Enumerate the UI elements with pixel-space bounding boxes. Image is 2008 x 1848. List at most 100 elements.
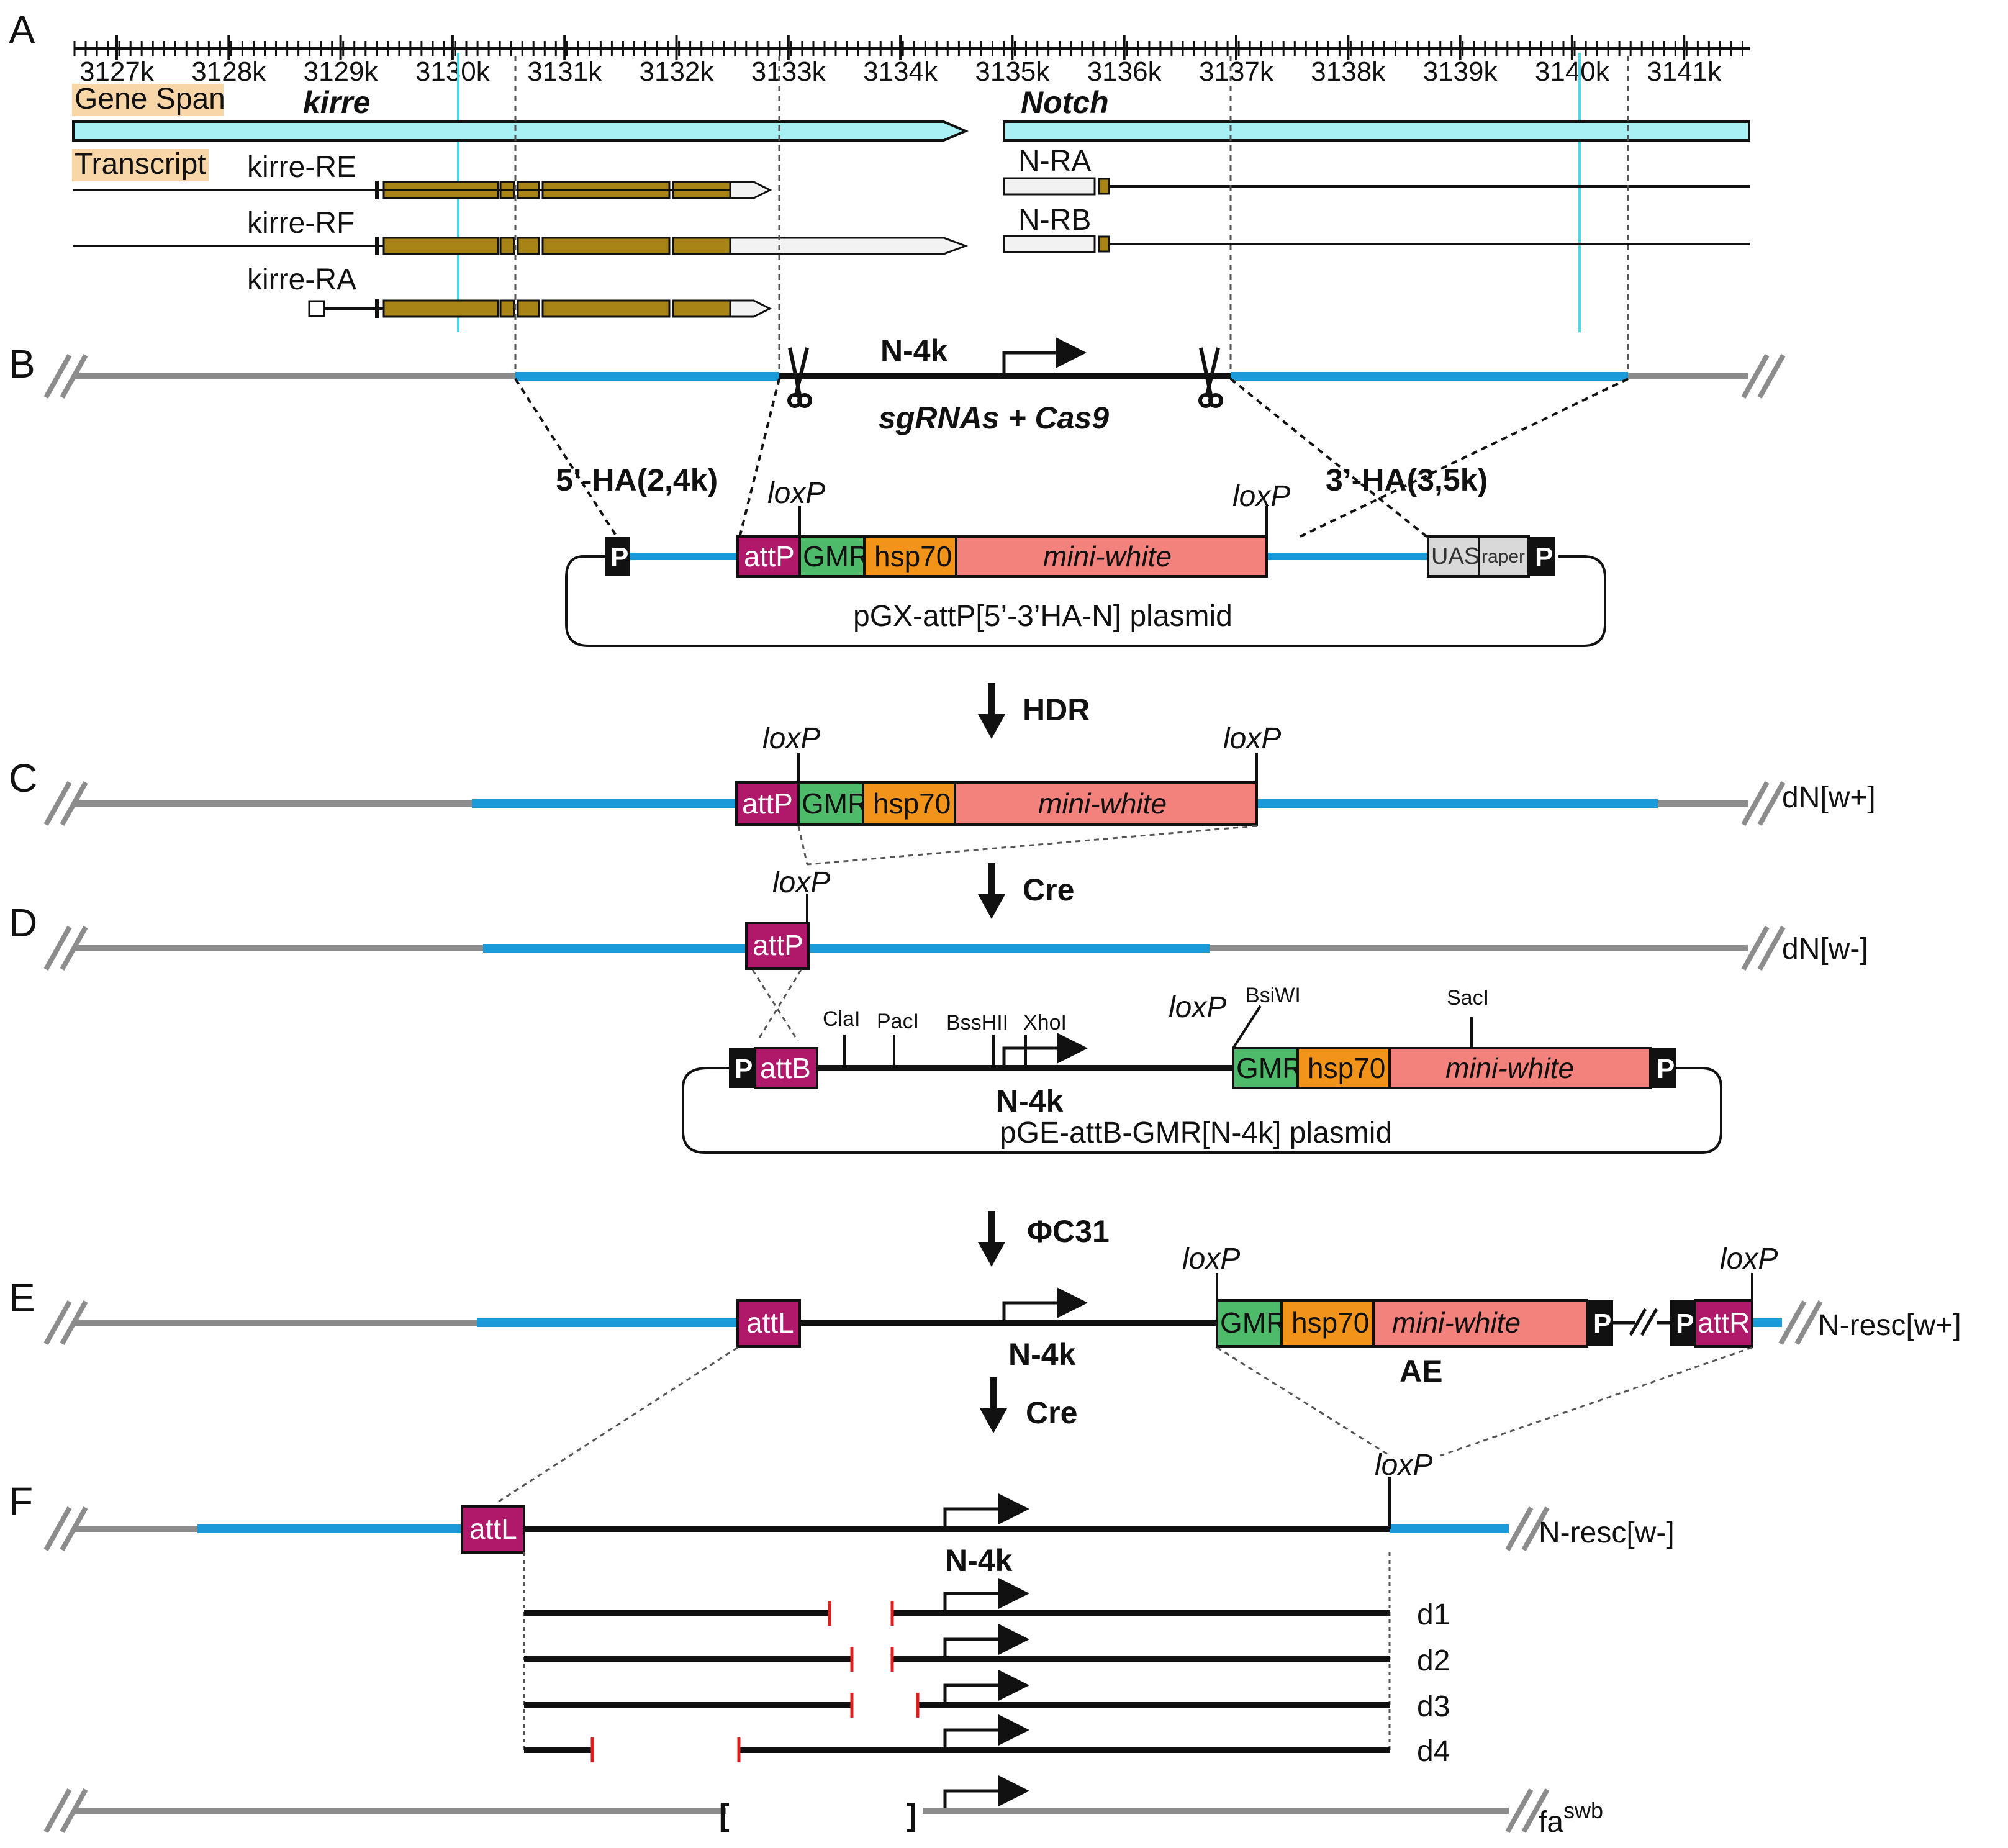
- n4k-label-b: N-4k: [880, 333, 948, 368]
- hsp70-box-c: [862, 781, 956, 826]
- p-element-d-right: [1650, 1048, 1676, 1088]
- deletion-d4: [524, 1714, 1390, 1762]
- break-mark-fa-right: [1505, 1788, 1550, 1833]
- break-mark-e-left: [43, 1300, 88, 1345]
- d4-label: d4: [1417, 1735, 1450, 1768]
- p-element-b-left-label: P: [610, 542, 628, 573]
- break-mark-d-left: [43, 926, 88, 971]
- d3-label: d3: [1417, 1690, 1450, 1723]
- ruler-tick-label: 3138k: [1311, 57, 1386, 87]
- mini-white-label-c: mini-white: [1038, 787, 1167, 820]
- loxp-label-b-left: loxP: [767, 477, 825, 510]
- panel-label-f: F: [9, 1479, 33, 1524]
- gmr-label-b: GMR: [803, 540, 869, 573]
- kirre-ra-cds: [382, 299, 731, 318]
- loxp-label-d-plasmid: loxP: [1169, 991, 1226, 1024]
- ruler-tick-label: 3129k: [304, 57, 379, 87]
- n-resc-wminus-label: N-resc[w-]: [1539, 1516, 1675, 1549]
- 5-ha-label: 5’-HA(2,4k): [556, 463, 718, 497]
- dn-wminus-label: dN[w-]: [1782, 933, 1868, 966]
- mini-white-label-d: mini-white: [1445, 1052, 1574, 1084]
- panel-label-d: D: [9, 900, 37, 945]
- transcript-label-bg: [72, 149, 209, 181]
- break-mark-e-right: [1778, 1300, 1823, 1345]
- hsp70-box-d: [1296, 1047, 1391, 1089]
- promoter-arrow-b: [1002, 337, 1087, 374]
- homology-arm-connectors: [514, 378, 1629, 559]
- p-element-d-left: [729, 1048, 755, 1088]
- plasmid-backbone-d: [682, 1067, 1722, 1154]
- break-mark-fa-left: [43, 1788, 88, 1833]
- kirre-ra-exon-first: [308, 300, 325, 317]
- attl-box-e: [736, 1299, 801, 1348]
- mini-white-box-e: [1372, 1299, 1588, 1348]
- ae-label: AE: [1400, 1354, 1442, 1388]
- loxp-label-c-right: loxP: [1223, 722, 1281, 755]
- n-ra-label: N-RA: [1018, 145, 1091, 178]
- panel-label-e: E: [9, 1275, 35, 1320]
- promoter-arrow-f: [943, 1493, 1029, 1526]
- attp-label-d: attP: [753, 929, 803, 961]
- kirre-re-exon-small: [375, 181, 379, 199]
- promoter-arrow-d: [1002, 1033, 1088, 1066]
- excision-lines-c: [797, 825, 1257, 866]
- d1-label: d1: [1417, 1598, 1450, 1631]
- notch-gene-span-bar: [1003, 120, 1750, 142]
- scissors-icon-right: [1198, 347, 1223, 408]
- attl-label-e: attL: [746, 1307, 794, 1339]
- ruler-tick-label: 3133k: [751, 57, 826, 87]
- loxp-label-d: loxP: [772, 866, 830, 899]
- p-element-e-right-label: P: [1676, 1308, 1694, 1339]
- phic31-label: ΦC31: [1027, 1214, 1110, 1249]
- ruler-tick-label: 3140k: [1535, 57, 1610, 87]
- ruler-tick-label: 3135k: [975, 57, 1050, 87]
- p-element-b-right: [1529, 537, 1555, 576]
- hsp70-label-b: hsp70: [874, 540, 952, 573]
- p-element-e-left-label: P: [1593, 1308, 1611, 1339]
- gmr-label-d: GMR: [1236, 1052, 1303, 1084]
- hsp70-box-b: [863, 535, 957, 578]
- kirre-gene-name: kirre: [303, 85, 370, 120]
- fa-swb-superscript: swb: [1563, 1798, 1603, 1823]
- xhoi-site-label: XhoI: [1023, 1011, 1067, 1035]
- mini-white-box-b: [955, 535, 1268, 578]
- hsp70-label-c: hsp70: [873, 787, 951, 820]
- deletion-d1: [524, 1578, 1390, 1626]
- n4k-label-d: N-4k: [996, 1084, 1064, 1118]
- recombination-cross-d: [751, 969, 802, 1041]
- sgrnas-cas9-label: sgRNAs + Cas9: [879, 401, 1109, 435]
- restriction-site-ticks: [843, 1005, 1473, 1068]
- excision-lines-e: [496, 1346, 1753, 1504]
- 3-ha-label: 3’-HA(3,5k): [1326, 463, 1488, 497]
- break-mark-b-right: [1741, 354, 1786, 399]
- mini-white-box-c: [954, 781, 1258, 826]
- gmr-box-b: [798, 535, 866, 578]
- break-mark-b-left: [43, 354, 88, 399]
- ruler-tick-label: 3137k: [1199, 57, 1274, 87]
- cre-label-1: Cre: [1023, 872, 1074, 907]
- kirre-gene-span-bar: [72, 120, 969, 142]
- attp-box-b: [736, 535, 801, 578]
- raper-box: [1478, 535, 1530, 578]
- break-mark-e-mid: [1629, 1308, 1658, 1336]
- loxp-label-e-right: loxP: [1720, 1243, 1778, 1275]
- break-mark-d-right: [1741, 926, 1786, 971]
- hsp70-label-d: hsp70: [1308, 1052, 1385, 1084]
- gmr-label-c: GMR: [802, 787, 868, 820]
- kirre-re-label: kirre-RE: [247, 151, 356, 184]
- saci-site-label: SacI: [1447, 986, 1489, 1010]
- mini-white-label-e: mini-white: [1392, 1307, 1521, 1339]
- bsiwi-site-label: BsiWI: [1246, 984, 1301, 1007]
- loxp-label-e-left: loxP: [1182, 1243, 1240, 1275]
- ruler-tick-label: 3134k: [863, 57, 938, 87]
- raper-label: raper: [1481, 546, 1525, 567]
- notch-gene-name: Notch: [1021, 85, 1109, 120]
- break-mark-f-right: [1505, 1506, 1550, 1551]
- gmr-label-e: GMR: [1220, 1307, 1287, 1339]
- attb-label-d: attB: [760, 1052, 811, 1084]
- n4k-label-e: N-4k: [1008, 1337, 1076, 1372]
- plasmid-label-d: pGE-attB-GMR[N-4k] plasmid: [1000, 1116, 1392, 1149]
- attb-box-d: [754, 1047, 818, 1089]
- loxp-label-b-right: loxP: [1232, 480, 1290, 513]
